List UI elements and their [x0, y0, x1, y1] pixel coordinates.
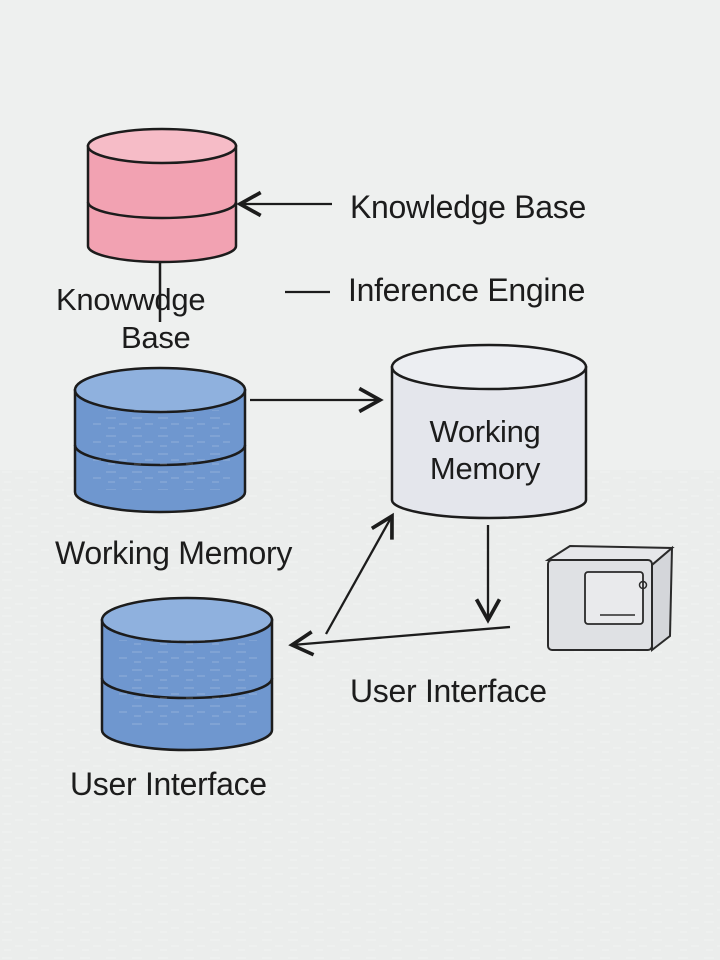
knowledge-base-label: Knowledge Base	[350, 189, 586, 225]
blue-database-cylinder-icon-2	[100, 596, 274, 752]
user-interface-left-label: User Interface	[70, 766, 267, 802]
arrow-up-to-working-memory	[324, 512, 394, 635]
user-interface-right-label: User Interface	[350, 673, 547, 709]
working-memory-cylinder-label-line1: Working	[429, 414, 541, 449]
inference-engine-label: Inference Engine	[348, 272, 586, 308]
knowledge-base-left-label-line2: Base	[121, 320, 191, 355]
blue-database-cylinder-icon	[73, 366, 247, 514]
arrow-to-user-interface	[288, 625, 511, 657]
knowledge-base-left-label-line1: Knowwdge	[56, 282, 206, 317]
knowledge-base-cylinder-icon	[86, 127, 238, 264]
working-memory-label: Working Memory	[55, 535, 293, 571]
working-memory-cylinder-icon	[390, 343, 588, 520]
computer-box-icon	[544, 544, 675, 653]
working-memory-cylinder-label-line2: Memory	[429, 451, 541, 486]
